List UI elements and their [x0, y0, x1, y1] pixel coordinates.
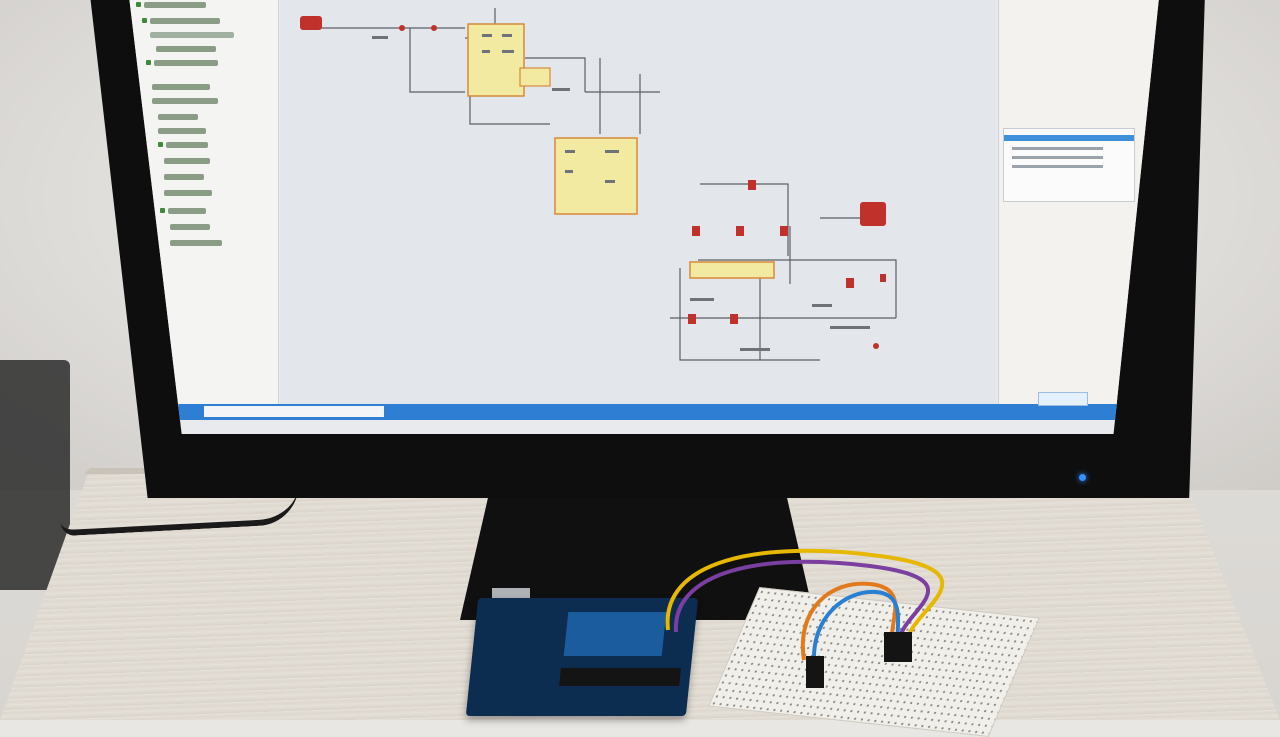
tree-item[interactable]	[164, 174, 204, 180]
tree-item[interactable]	[158, 128, 206, 134]
schematic-component-red[interactable]	[860, 202, 886, 226]
tree-item[interactable]	[166, 142, 208, 148]
tree-item[interactable]	[150, 18, 220, 24]
tree-item[interactable]	[144, 2, 206, 8]
system-tray[interactable]	[1038, 392, 1088, 406]
tree-node-icon	[146, 60, 151, 65]
properties-dialog[interactable]	[1003, 128, 1135, 202]
tree-item[interactable]	[168, 208, 206, 214]
schematic-drawing	[300, 8, 897, 361]
schematic-component-red[interactable]	[300, 16, 322, 30]
schematic-canvas[interactable]	[280, 0, 996, 408]
properties-dialog-header	[1004, 135, 1134, 141]
properties-row	[1012, 147, 1103, 150]
tree-item[interactable]	[158, 114, 198, 120]
speaker-shadow	[0, 360, 70, 590]
tree-node-icon	[136, 2, 141, 7]
arduino-header-pins	[559, 668, 681, 686]
schematic-ic-3[interactable]	[689, 261, 775, 279]
tree-item[interactable]	[164, 158, 210, 164]
tree-node-icon	[142, 18, 147, 23]
status-text-field[interactable]	[204, 406, 384, 417]
tree-node-icon	[160, 208, 165, 213]
tree-item[interactable]	[152, 98, 218, 104]
tree-item[interactable]	[170, 224, 210, 230]
arduino-logo-area	[563, 612, 667, 656]
schematic-connector[interactable]	[519, 67, 551, 87]
properties-row	[1012, 156, 1103, 159]
status-bar	[178, 404, 1118, 420]
tree-item[interactable]	[154, 60, 218, 66]
monitor-screen	[128, 0, 1160, 434]
tree-item[interactable]	[152, 84, 210, 90]
tree-item[interactable]	[164, 190, 212, 196]
schematic-ic-1[interactable]	[467, 23, 525, 97]
tree-item[interactable]	[156, 46, 216, 52]
properties-row	[1012, 165, 1103, 168]
schematic-ic-2[interactable]	[554, 137, 638, 215]
tree-item-selected[interactable]	[150, 32, 234, 38]
power-led-icon[interactable]	[1079, 474, 1086, 481]
tree-item[interactable]	[170, 240, 222, 246]
tree-node-icon	[158, 142, 163, 147]
